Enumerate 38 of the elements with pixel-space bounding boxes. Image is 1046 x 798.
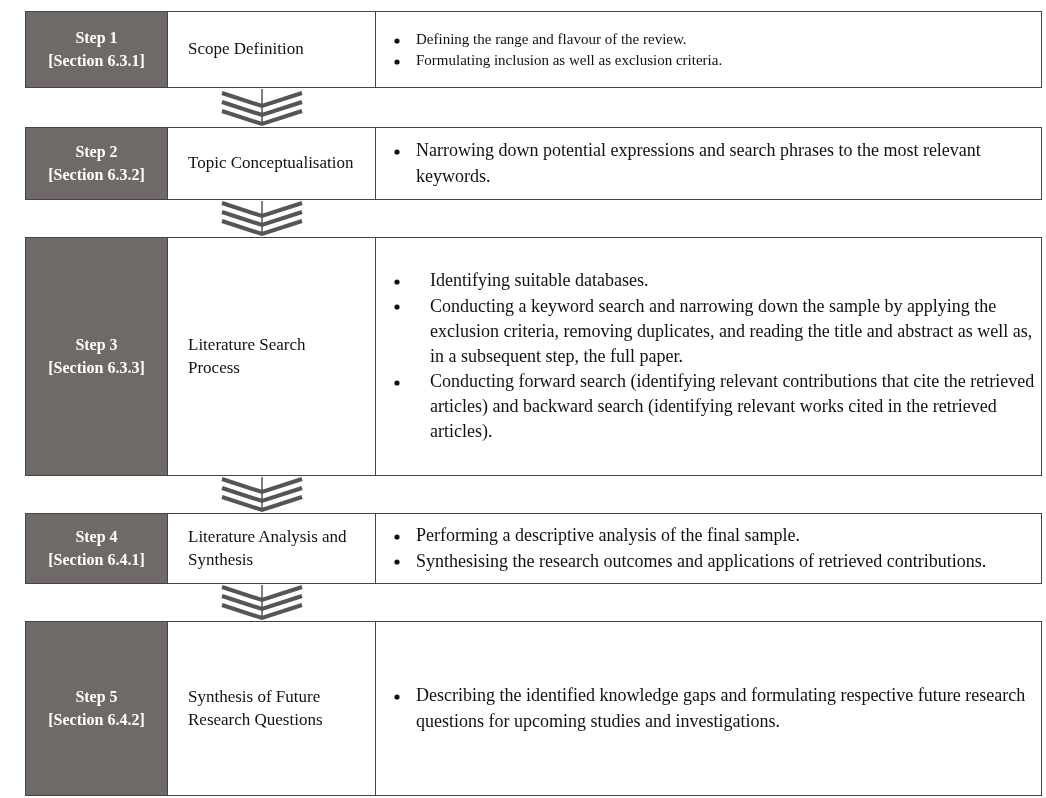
step-cell	[26, 128, 168, 199]
bullet-text: Defining the range and flavour of the review.	[416, 30, 687, 47]
bullet-text: Describing the identified knowledge gaps and formulating respective future research questions for upcoming studies and investigations.	[416, 685, 1026, 731]
stage-name: Literature Search Process	[188, 333, 307, 379]
step-label: [Section 6.4.2]	[48, 709, 145, 730]
stage-name: Synthesis of Future Research Questions	[188, 685, 324, 731]
bullet-text: Formulating inclusion as well as exclusion criteria.	[416, 51, 723, 68]
chevron-arrow	[221, 200, 303, 236]
bullet-text: Narrowing down potential expressions and search phrases to the most relevant keywords.	[416, 140, 981, 186]
table-row	[25, 11, 1042, 88]
step-label: [Section 6.3.3]	[48, 357, 145, 378]
step-label: Step 4	[75, 527, 118, 548]
bullet-text: Conducting forward search (identifying relevant contributions that cite the retrieved articles) and backward search (identifying relevant works cited in the retrieved articles).	[430, 371, 1035, 442]
table-row	[25, 237, 1042, 476]
step-label: [Section 6.3.2]	[48, 164, 145, 185]
chevron-arrow	[221, 476, 303, 512]
step-label: Step 2	[75, 142, 118, 163]
bullet-text: Synthesising the research outcomes and applications of retrieved contributions.	[416, 550, 987, 571]
table-row	[25, 513, 1042, 584]
step-cell	[26, 238, 168, 475]
table-row	[25, 127, 1042, 200]
step-cell	[26, 514, 168, 583]
step-label: Step 1	[75, 28, 118, 49]
step-label: [Section 6.4.1]	[48, 549, 145, 570]
stage-name: Topic Conceptualisation	[188, 152, 355, 175]
step-label: Step 3	[75, 335, 118, 356]
step-label: [Section 6.3.1]	[48, 50, 145, 71]
chevron-arrow	[221, 88, 303, 126]
stage-name: Scope Definition	[188, 38, 305, 61]
bullet-text: Conducting a keyword search and narrowing down the sample by applying the exclusion criteria, removing duplicates, and reading the title and abstract as well as, in a subsequent step, the full paper.	[430, 295, 1033, 366]
bullet-text: Performing a descriptive analysis of the final sample.	[416, 525, 800, 546]
bullet-text: Identifying suitable databases.	[430, 270, 649, 291]
stage-name: Literature Analysis and Synthesis	[188, 525, 348, 571]
chevron-arrow	[221, 584, 303, 620]
step-cell	[26, 622, 168, 795]
table-row	[25, 621, 1042, 796]
step-cell	[26, 12, 168, 87]
step-label: Step 5	[75, 687, 118, 708]
